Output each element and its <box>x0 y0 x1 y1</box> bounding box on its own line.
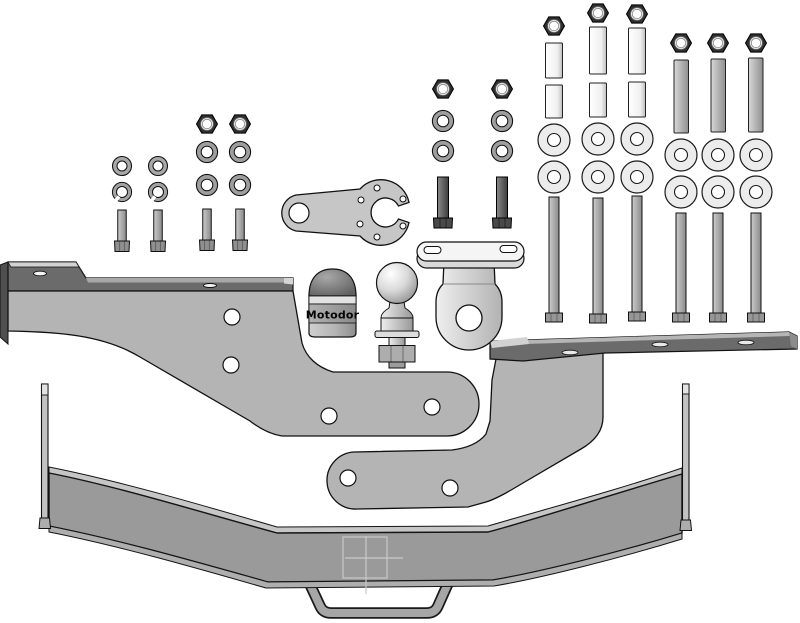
hex-nut <box>432 79 454 99</box>
flat-washer <box>228 173 252 197</box>
large-washer <box>620 122 654 156</box>
hex-nut <box>229 114 251 134</box>
flange-slot <box>203 283 217 288</box>
spacer-sleeve <box>545 42 563 79</box>
hardware-washers-small <box>111 109 514 202</box>
ball-mount-bracket <box>416 241 525 351</box>
towball-cover: Motodor <box>306 268 360 338</box>
large-washer <box>664 138 698 172</box>
spring-washer <box>148 182 167 202</box>
cover-dome <box>308 268 357 297</box>
flat-washer <box>111 155 133 177</box>
short-bolt <box>199 208 215 251</box>
large-washer <box>664 175 698 209</box>
hitch-pin-hole <box>455 304 483 332</box>
short-bolt <box>150 209 166 252</box>
flat-washer <box>490 139 514 163</box>
hex-nut <box>587 3 609 23</box>
large-washer <box>739 175 773 209</box>
flat-washer <box>195 173 219 197</box>
crossbeam-bottom-edge <box>48 525 683 589</box>
hardware-spacers <box>545 26 764 134</box>
long-bolt <box>545 196 563 323</box>
bolt-hole <box>441 479 459 497</box>
flange-slot <box>737 339 755 346</box>
spacer-sleeve-long <box>710 58 726 133</box>
long-bolt <box>628 195 646 322</box>
long-bolt <box>709 212 727 323</box>
hex-nut <box>745 33 767 53</box>
bolt-hole <box>320 407 338 425</box>
bracket-slot <box>423 246 442 254</box>
large-washer <box>620 160 654 194</box>
flat-washer <box>228 140 252 164</box>
flat-washer <box>431 109 455 133</box>
socket-mounting-plate <box>281 179 410 246</box>
large-washer <box>701 138 735 172</box>
hex-nut <box>707 33 729 53</box>
flange-slot <box>33 270 47 277</box>
spacer-sleeve-long <box>748 57 764 133</box>
bolt-hole <box>223 308 241 326</box>
bracket-slot <box>499 245 518 253</box>
spacer-sleeve <box>589 26 607 75</box>
large-washer <box>739 138 773 172</box>
hex-nut <box>491 79 513 99</box>
etch-cross-mark <box>342 536 403 594</box>
spacer-sleeve <box>628 27 646 75</box>
large-washer <box>537 123 571 157</box>
crossbeam-left-end-plate <box>38 383 52 529</box>
crossbeam-right-end-plate <box>679 383 693 531</box>
dark-short-bolt <box>492 176 512 229</box>
large-washer <box>581 160 615 194</box>
ball-nut <box>378 345 416 363</box>
bolt-hole <box>222 356 240 374</box>
long-bolt <box>747 212 765 323</box>
large-washer <box>537 160 571 194</box>
spacer-sleeve-long <box>673 59 689 134</box>
right-side-member <box>326 331 798 510</box>
long-bolt <box>589 197 607 324</box>
socket-screw-holes <box>356 184 407 241</box>
hex-nut <box>543 16 565 36</box>
cover-logo-band <box>308 303 357 324</box>
flange-slot <box>651 341 669 348</box>
large-washer <box>701 175 735 209</box>
flange-slot <box>561 349 579 356</box>
ball-sphere <box>375 261 419 305</box>
bumper-step-loop <box>301 572 456 619</box>
bolt-hole <box>423 398 441 416</box>
hardware-washers-large <box>537 122 773 209</box>
towball <box>374 261 420 369</box>
hex-nut <box>196 114 218 134</box>
short-bolt <box>232 208 248 251</box>
bolt-hole <box>339 469 357 487</box>
flat-washer <box>490 109 514 133</box>
large-washer <box>581 122 615 156</box>
plate-hole <box>288 202 310 224</box>
dark-short-bolt <box>433 176 453 229</box>
hex-nut <box>670 33 692 53</box>
spacer-sleeve <box>628 81 646 118</box>
flat-washer <box>147 155 169 177</box>
long-bolt <box>672 212 690 323</box>
crossbeam <box>48 466 683 594</box>
spacer-sleeve <box>589 82 607 118</box>
flat-washer <box>195 140 219 164</box>
short-bolt <box>114 209 130 252</box>
cover-logo-text: Motodor <box>306 309 360 322</box>
hex-nut <box>626 4 648 24</box>
spring-washer <box>112 182 131 202</box>
spacer-sleeve <box>545 84 563 119</box>
flat-washer <box>431 139 455 163</box>
left-side-member <box>0 261 480 437</box>
